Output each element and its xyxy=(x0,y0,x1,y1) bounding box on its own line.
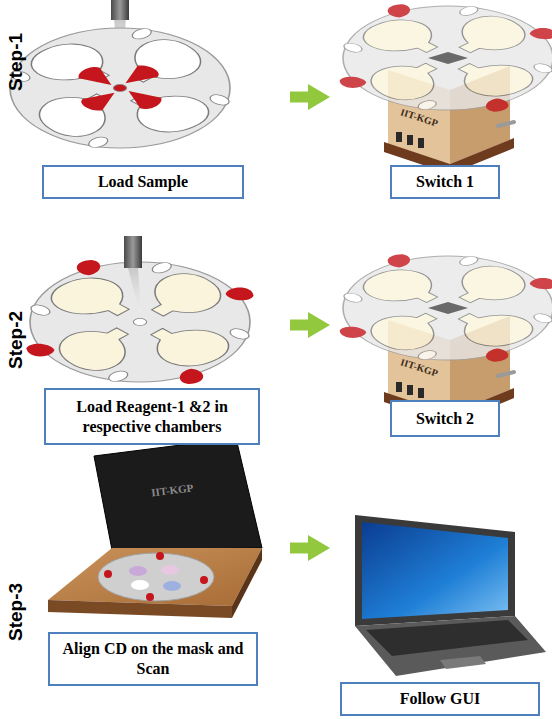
spin-device xyxy=(325,0,552,174)
brand-mark: IIT-KGP xyxy=(399,356,439,378)
pipette xyxy=(111,0,129,20)
scanner xyxy=(129,566,147,576)
scanner xyxy=(94,438,262,550)
scanner xyxy=(104,570,112,578)
scanner xyxy=(131,580,149,590)
laptop xyxy=(362,522,508,619)
laptop xyxy=(355,616,546,676)
spin-device xyxy=(325,247,552,424)
step-caption: Follow GUI xyxy=(400,689,480,709)
cd-disc xyxy=(3,24,237,152)
scanner xyxy=(156,552,164,560)
cd-disc xyxy=(11,252,268,392)
step-caption: Align CD on the mask and Scan xyxy=(58,639,248,679)
step-caption: Load Reagent-1 &2 in respective chambers xyxy=(54,397,250,437)
scanner xyxy=(48,438,262,618)
scanner xyxy=(98,553,214,601)
brand-mark: IIT-KGP xyxy=(150,481,194,498)
step-panel: Switch 2 xyxy=(330,215,552,450)
step-caption-box: Switch 2 xyxy=(390,400,500,437)
scanner xyxy=(48,600,232,618)
step-panel: Load Reagent-1 &2 in respective chambers xyxy=(20,215,290,450)
pipette xyxy=(124,236,142,268)
cd-disc xyxy=(3,24,237,152)
laptop xyxy=(440,656,486,669)
step-label: Step-3 xyxy=(5,583,27,641)
scanner xyxy=(48,548,262,606)
scanner xyxy=(200,576,208,584)
laptop xyxy=(355,515,546,676)
step-panel: Switch 1 xyxy=(330,0,552,200)
scanner xyxy=(161,565,179,575)
step-caption-box: Load Sample xyxy=(42,165,244,199)
scanner xyxy=(232,548,262,618)
flow-arrow xyxy=(290,320,308,331)
step-panel: Align CD on the mask and Scan xyxy=(20,470,290,690)
step-caption-box: Switch 1 xyxy=(390,165,500,199)
step-panel: Load Sample xyxy=(20,0,290,200)
step-caption-box: Load Reagent-1 &2 in respective chambers xyxy=(44,388,260,445)
step-label: Step-1 xyxy=(5,33,27,91)
cd-disc xyxy=(11,252,268,392)
flow-arrow xyxy=(290,543,308,554)
step-caption: Switch 2 xyxy=(416,409,474,429)
laptop xyxy=(366,620,528,656)
scanner xyxy=(163,581,181,591)
laptop xyxy=(355,515,515,626)
step-caption-box: Align CD on the mask and Scan xyxy=(48,632,258,686)
pipette xyxy=(128,268,141,312)
step-caption: Load Sample xyxy=(98,172,188,192)
pipette xyxy=(124,236,142,312)
brand-mark: IIT-KGP xyxy=(399,106,439,128)
step-panel: Follow GUI xyxy=(330,470,552,719)
flow-arrow xyxy=(290,92,308,103)
scanner xyxy=(146,593,154,601)
step-label: Step-2 xyxy=(5,311,27,369)
step-caption: Switch 1 xyxy=(416,172,474,192)
step-caption-box: Follow GUI xyxy=(340,682,540,716)
